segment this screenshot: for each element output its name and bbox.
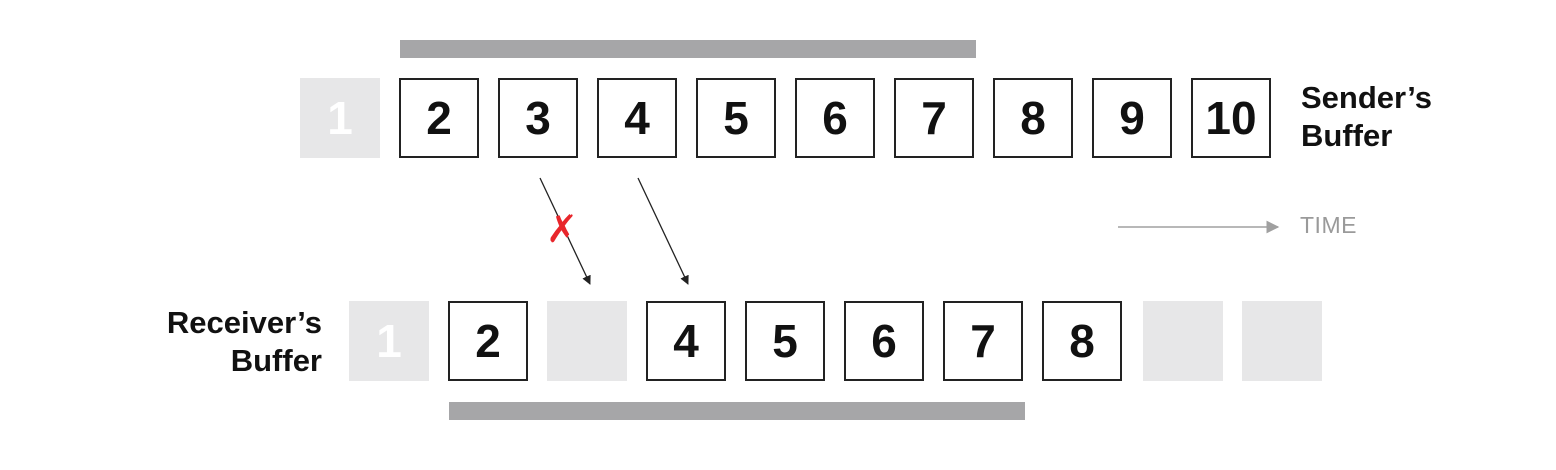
- sender-cell-10: 10: [1191, 78, 1271, 158]
- packet-4-arrow: [637, 177, 689, 285]
- sender-cell-8: 8: [993, 78, 1073, 158]
- receiver-label-line1: Receiver’s: [166, 305, 322, 340]
- receiver-cell-3-missing: [547, 301, 627, 381]
- sender-cell-2: 2: [399, 78, 479, 158]
- packet-3-arrow: [539, 177, 591, 285]
- receiver-cell-2: 2: [448, 301, 528, 381]
- sender-cell-9: 9: [1092, 78, 1172, 158]
- receiver-cell-7: 7: [943, 301, 1023, 381]
- sender-cell-3: 3: [498, 78, 578, 158]
- sender-cell-7: 7: [894, 78, 974, 158]
- sender-cell-4: 4: [597, 78, 677, 158]
- receiver-label: Receiver’s Buffer: [140, 304, 322, 380]
- time-label: TIME: [1300, 212, 1357, 238]
- receiver-label-line2: Buffer: [230, 343, 322, 378]
- sender-label-line1: Sender’s: [1301, 80, 1432, 115]
- sender-label-line2: Buffer: [1301, 118, 1393, 153]
- receiver-cell-1: 1: [349, 301, 429, 381]
- sender-cell-1: 1: [300, 78, 380, 158]
- receiver-window-bar: [449, 402, 1025, 420]
- receiver-cell-10: [1242, 301, 1322, 381]
- receiver-cell-4: 4: [646, 301, 726, 381]
- lost-packet-icon: ✗: [546, 209, 578, 251]
- receiver-cell-8: 8: [1042, 301, 1122, 381]
- sender-cell-6: 6: [795, 78, 875, 158]
- sender-cell-5: 5: [696, 78, 776, 158]
- receiver-cell-5: 5: [745, 301, 825, 381]
- sender-window-bar: [400, 40, 976, 58]
- sender-label: Sender’s Buffer: [1301, 79, 1432, 155]
- receiver-cell-9: [1143, 301, 1223, 381]
- receiver-cell-6: 6: [844, 301, 924, 381]
